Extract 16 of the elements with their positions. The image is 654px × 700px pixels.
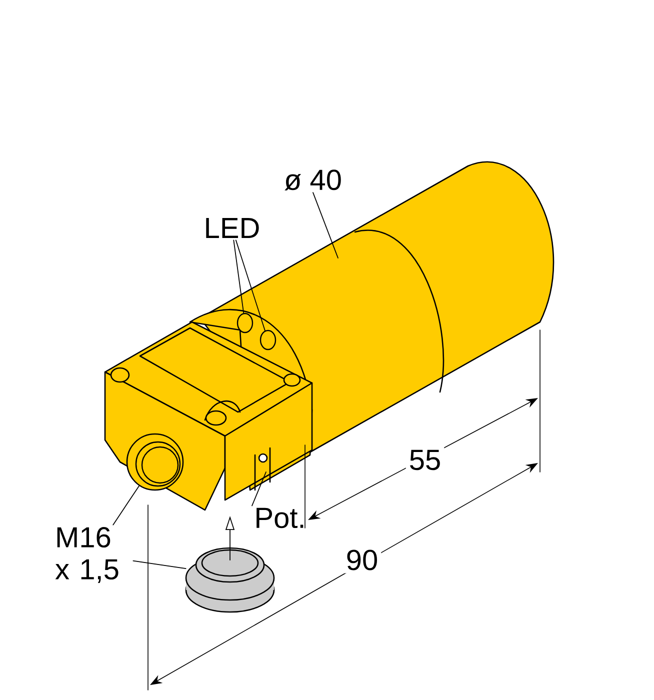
led-window <box>260 330 276 350</box>
cap-drawing <box>185 547 275 613</box>
thread-label: M16 x 1,5 <box>55 527 118 583</box>
dimension-label: 55 <box>406 446 444 474</box>
leader-line <box>233 240 244 314</box>
callout-label: Pot. <box>256 508 304 528</box>
callout-label: LED <box>206 218 259 238</box>
leader-line <box>312 192 338 258</box>
threaded-port <box>126 433 184 491</box>
leader-line <box>112 485 140 526</box>
leader-line <box>132 560 186 569</box>
led-window <box>236 312 254 334</box>
dimension-label: 90 <box>342 546 382 574</box>
leader-line <box>252 472 266 506</box>
leader-line <box>235 240 266 332</box>
dimension-label: ø 40 <box>284 170 341 190</box>
